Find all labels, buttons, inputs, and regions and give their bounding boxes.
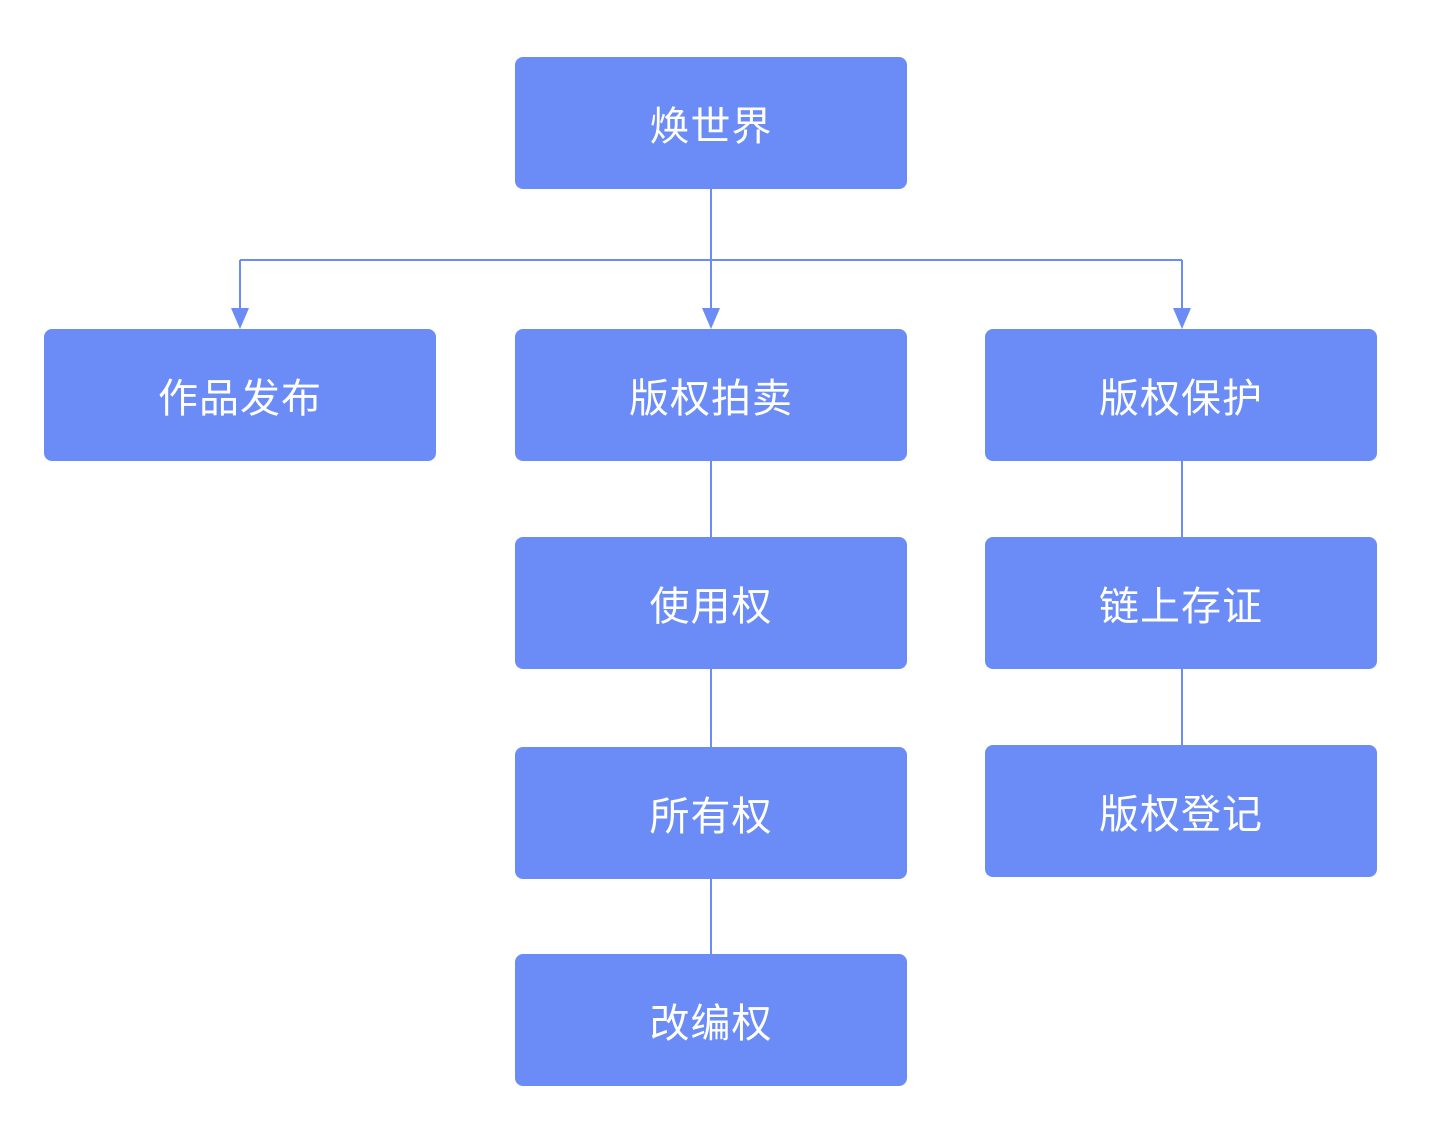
node-auction-child-adaptation-right: 改编权 — [515, 954, 907, 1086]
node-branch-protection: 版权保护 — [985, 329, 1377, 461]
node-branch-publish: 作品发布 — [44, 329, 436, 461]
node-root: 焕世界 — [515, 57, 907, 189]
arrowhead-branch-1 — [231, 308, 249, 329]
node-protection-child-onchain-evidence: 链上存证 — [985, 537, 1377, 669]
node-auction-child-ownership-label: 所有权 — [649, 794, 773, 840]
node-branch-publish-label: 作品发布 — [158, 376, 322, 422]
node-auction-child-use-right: 使用权 — [515, 537, 907, 669]
node-auction-child-ownership: 所有权 — [515, 747, 907, 879]
node-auction-child-adaptation-right-label: 改编权 — [649, 1001, 773, 1047]
node-protection-child-onchain-evidence-label: 链上存证 — [1099, 584, 1263, 630]
node-branch-auction: 版权拍卖 — [515, 329, 907, 461]
node-root-label: 焕世界 — [649, 104, 773, 150]
node-branch-auction-label: 版权拍卖 — [629, 376, 793, 422]
node-branch-protection-label: 版权保护 — [1099, 376, 1263, 422]
node-protection-child-registration: 版权登记 — [985, 745, 1377, 877]
node-auction-child-use-right-label: 使用权 — [649, 584, 773, 630]
node-protection-child-registration-label: 版权登记 — [1099, 792, 1263, 838]
arrowhead-branch-3 — [1173, 308, 1191, 329]
arrowhead-branch-2 — [702, 308, 720, 329]
